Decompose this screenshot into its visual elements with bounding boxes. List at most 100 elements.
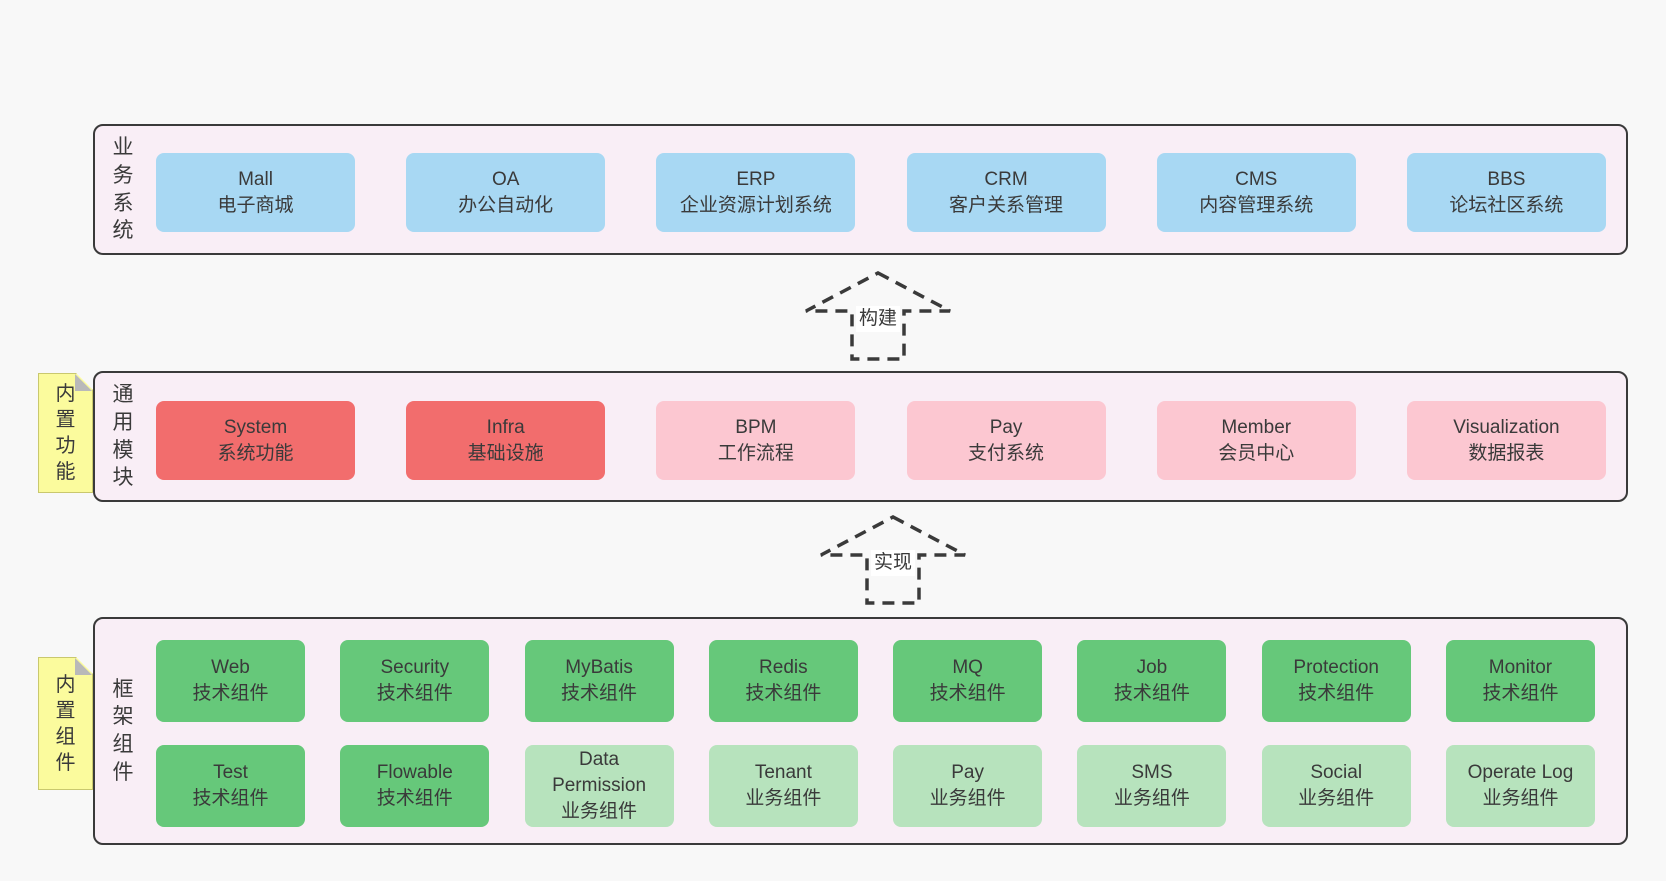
box-social: Social 业务组件 bbox=[1261, 745, 1411, 827]
build-arrow: 构建 bbox=[803, 270, 953, 362]
box-title: Social bbox=[1310, 762, 1363, 783]
box-job: Job 技术组件 bbox=[1077, 640, 1227, 722]
box-sms: SMS 业务组件 bbox=[1077, 745, 1227, 827]
box-system: System 系统功能 bbox=[156, 401, 355, 480]
build-arrow-label: 构建 bbox=[855, 306, 901, 332]
note-text: 内置组件 bbox=[55, 673, 76, 774]
box-pay-system: Pay 支付系统 bbox=[906, 401, 1106, 480]
box-subtitle: 技术组件 bbox=[745, 683, 822, 704]
box-bbs: BBS 论坛社区系统 bbox=[1406, 153, 1606, 232]
box-mq: MQ 技术组件 bbox=[893, 640, 1043, 722]
box-subtitle: 业务组件 bbox=[1298, 788, 1375, 809]
box-title: Infra bbox=[486, 416, 525, 438]
box-title: MyBatis bbox=[565, 657, 633, 678]
box-title: SMS bbox=[1131, 762, 1173, 783]
box-title: Job bbox=[1136, 657, 1168, 678]
framework-box-row-2: Test 技术组件 Flowable 技术组件 Data Permission … bbox=[156, 745, 1595, 827]
box-bpm: BPM 工作流程 bbox=[656, 401, 856, 480]
box-member: Member 会员中心 bbox=[1156, 401, 1356, 480]
box-subtitle: 技术组件 bbox=[1482, 683, 1559, 704]
box-subtitle: 技术组件 bbox=[376, 683, 453, 704]
layer-label-text: 业务系统 bbox=[112, 136, 134, 243]
box-subtitle: 会员中心 bbox=[1218, 442, 1295, 464]
note-text: 内置功能 bbox=[55, 383, 76, 483]
dashed-up-arrow-icon bbox=[805, 271, 951, 361]
box-web: Web 技术组件 bbox=[156, 640, 305, 722]
layer-business-systems: 业务系统 Mall 电子商城 OA 办公自动化 ERP 企业资源计划系统 CRM… bbox=[93, 124, 1628, 255]
implement-arrow: 实现 bbox=[818, 514, 968, 606]
box-subtitle: 业务组件 bbox=[929, 788, 1006, 809]
box-subtitle: 业务组件 bbox=[1113, 788, 1190, 809]
box-title: Pay bbox=[989, 416, 1023, 438]
box-title: Tenant bbox=[754, 762, 812, 783]
box-title: Visualization bbox=[1453, 416, 1560, 438]
box-mall: Mall 电子商城 bbox=[156, 153, 355, 232]
layer-label-text: 框架组件 bbox=[112, 677, 134, 784]
box-subtitle: 论坛社区系统 bbox=[1449, 194, 1564, 216]
box-subtitle: 技术组件 bbox=[561, 683, 638, 704]
box-title: Protection bbox=[1293, 657, 1379, 678]
note-built-in-components: 内置组件 bbox=[38, 657, 93, 790]
modules-box-row: System 系统功能 Infra 基础设施 BPM 工作流程 Pay 支付系统… bbox=[156, 401, 1606, 480]
box-infra: Infra 基础设施 bbox=[406, 401, 606, 480]
box-subtitle: 技术组件 bbox=[929, 683, 1006, 704]
box-subtitle: 支付系统 bbox=[968, 442, 1045, 464]
box-title: System bbox=[223, 416, 288, 438]
box-subtitle: 基础设施 bbox=[467, 442, 544, 464]
box-test: Test 技术组件 bbox=[156, 745, 305, 827]
box-subtitle: 技术组件 bbox=[376, 788, 453, 809]
box-crm: CRM 客户关系管理 bbox=[906, 153, 1106, 232]
box-subtitle: 办公自动化 bbox=[458, 194, 554, 216]
box-erp: ERP 企业资源计划系统 bbox=[656, 153, 856, 232]
layer-label-text: 通用模块 bbox=[112, 383, 134, 490]
box-title: ERP bbox=[736, 168, 776, 190]
box-title: CMS bbox=[1235, 168, 1278, 190]
box-subtitle: 业务组件 bbox=[561, 801, 638, 822]
box-subtitle: 数据报表 bbox=[1468, 442, 1545, 464]
box-visualization: Visualization 数据报表 bbox=[1406, 401, 1606, 480]
layer-label-modules: 通用模块 bbox=[112, 373, 134, 500]
box-title: BPM bbox=[735, 416, 777, 438]
box-title: BBS bbox=[1487, 168, 1526, 190]
box-title: Redis bbox=[759, 657, 808, 678]
box-subtitle: 技术组件 bbox=[192, 788, 269, 809]
box-subtitle: 客户关系管理 bbox=[949, 194, 1064, 216]
box-subtitle: 业务组件 bbox=[1482, 788, 1559, 809]
box-subtitle: 技术组件 bbox=[1113, 683, 1190, 704]
box-title: CRM bbox=[984, 168, 1028, 190]
box-redis: Redis 技术组件 bbox=[708, 640, 858, 722]
box-title: Operate Log bbox=[1467, 762, 1574, 783]
box-title: Data Permission bbox=[552, 749, 647, 796]
box-title: Monitor bbox=[1488, 657, 1553, 678]
box-subtitle: 工作流程 bbox=[717, 442, 794, 464]
box-title: Mall bbox=[238, 168, 273, 190]
box-subtitle: 电子商城 bbox=[217, 194, 294, 216]
note-built-in-features: 内置功能 bbox=[38, 373, 93, 493]
box-subtitle: 企业资源计划系统 bbox=[679, 194, 832, 216]
box-title: OA bbox=[491, 168, 520, 190]
box-subtitle: 内容管理系统 bbox=[1199, 194, 1314, 216]
box-monitor: Monitor 技术组件 bbox=[1445, 640, 1595, 722]
box-data-permission: Data Permission 业务组件 bbox=[524, 745, 674, 827]
box-flowable: Flowable 技术组件 bbox=[340, 745, 490, 827]
box-mybatis: MyBatis 技术组件 bbox=[524, 640, 674, 722]
box-pay-component: Pay 业务组件 bbox=[893, 745, 1043, 827]
box-tenant: Tenant 业务组件 bbox=[708, 745, 858, 827]
framework-box-row-1: Web 技术组件 Security 技术组件 MyBatis 技术组件 Redi… bbox=[156, 640, 1595, 722]
box-cms: CMS 内容管理系统 bbox=[1156, 153, 1356, 232]
box-title: Web bbox=[211, 657, 250, 678]
box-subtitle: 技术组件 bbox=[192, 683, 269, 704]
implement-arrow-label: 实现 bbox=[870, 550, 916, 576]
box-title: Security bbox=[380, 657, 450, 678]
layer-label-framework: 框架组件 bbox=[112, 619, 134, 843]
box-oa: OA 办公自动化 bbox=[406, 153, 606, 232]
box-title: MQ bbox=[952, 657, 983, 678]
box-title: Member bbox=[1221, 416, 1292, 438]
box-title: Flowable bbox=[376, 762, 453, 783]
layer-framework-components: 框架组件 Web 技术组件 Security 技术组件 MyBatis 技术组件… bbox=[93, 617, 1628, 845]
box-title: Test bbox=[213, 762, 248, 783]
box-subtitle: 系统功能 bbox=[217, 442, 294, 464]
layer-common-modules: 通用模块 System 系统功能 Infra 基础设施 BPM 工作流程 Pay… bbox=[93, 371, 1628, 502]
box-security: Security 技术组件 bbox=[340, 640, 490, 722]
box-protection: Protection 技术组件 bbox=[1261, 640, 1411, 722]
